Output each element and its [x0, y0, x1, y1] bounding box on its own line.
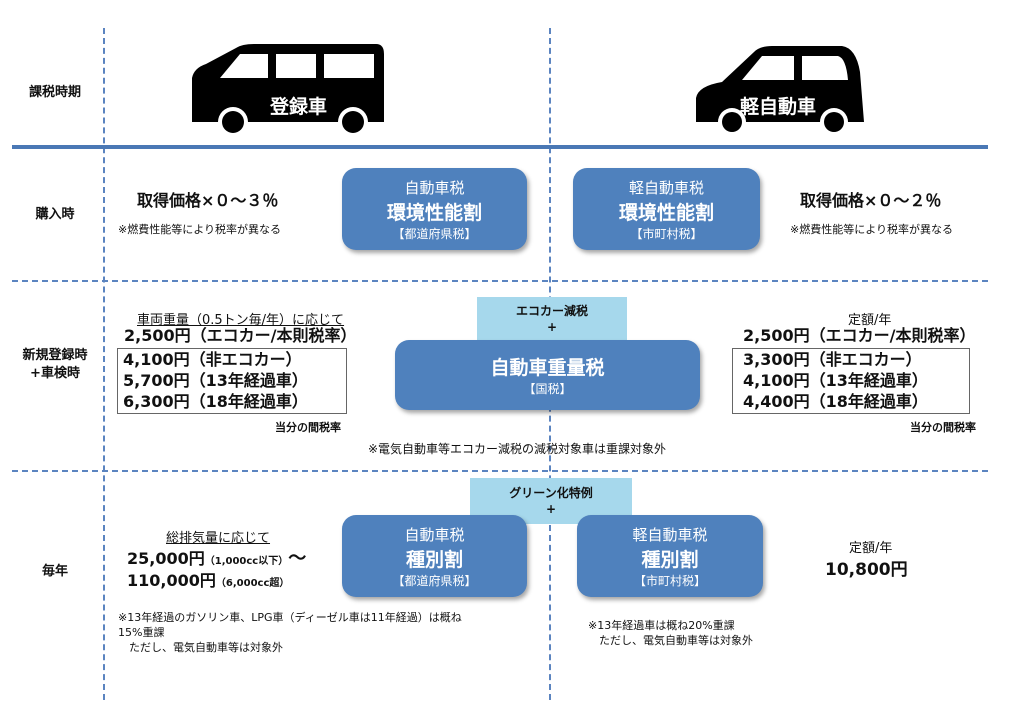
weight-rates-right: 3,300円（非エコカー） 4,100円（13年経過車） 4,400円（18年経…: [732, 348, 970, 414]
row-label-inspection: 新規登録時 +車検時: [10, 347, 100, 383]
kei-car-label: 軽自動車: [740, 96, 817, 118]
row-divider: [12, 280, 988, 282]
weight-base-right: 2,500円（エコカー/本則税率）: [743, 326, 976, 345]
header-divider: [12, 145, 988, 149]
box-line: 【都道府県税】: [392, 226, 477, 241]
annual-heading-left: 総排気量に応じて: [166, 531, 271, 546]
row-label-purchase: 購入時: [35, 207, 75, 222]
weight-rates-left: 4,100円（非エコカー） 5,700円（13年経過車） 6,300円（18年経…: [117, 348, 347, 414]
annual-max: 110,000円（6,000cc超）: [127, 567, 289, 591]
type-tax-box: 自動車税 種別割 【都道府県税】: [342, 515, 527, 597]
annual-min: 25,000円（1,000cc以下）～: [127, 544, 306, 570]
environmental-performance-tax-box: 自動車税 環境性能割 【都道府県税】: [342, 168, 527, 250]
box-line: 種別割: [405, 548, 463, 571]
rate-item: 4,100円（13年経過車）: [743, 371, 928, 390]
kei-environmental-performance-tax-box: 軽自動車税 環境性能割 【市町村税】: [573, 168, 760, 250]
rate-item: 4,100円（非エコカー）: [123, 350, 302, 369]
amount-note: （6,000cc超）: [215, 578, 290, 589]
rate-item: 3,300円（非エコカー）: [743, 350, 922, 369]
rate-item: 5,700円（13年経過車）: [123, 371, 308, 390]
weight-heading-left: 車両重量（0.5トン毎/年）に応じて: [137, 313, 345, 328]
box-line: 【市町村税】: [633, 573, 706, 588]
range-tilde: ～: [288, 548, 307, 569]
row-label-annual: 毎年: [41, 564, 68, 579]
note-line: ※13年経過車は概ね20%重課: [588, 619, 735, 632]
amount: 110,000円: [127, 571, 216, 590]
purchase-rate-right: 取得価格×０～２％: [800, 191, 942, 210]
kei-type-tax-box: 軽自動車税 種別割 【市町村税】: [577, 515, 763, 597]
purchase-rate-left: 取得価格×０～３％: [137, 191, 279, 210]
box-line: 【国税】: [523, 382, 572, 396]
amount: 25,000円: [127, 549, 205, 568]
label-line: エコカー減税: [515, 304, 588, 318]
note-line: 15%重課: [118, 626, 165, 639]
box-line: 軽自動車税: [632, 525, 708, 544]
annual-amount-right: 10,800円: [825, 560, 908, 580]
weight-tax-box: 自動車重量税 【国税】: [395, 340, 700, 410]
annual-note-right: ※13年経過車は概ね20%重課 ただし、電気自動車等は対象外: [588, 618, 753, 648]
label-line: +: [546, 320, 558, 334]
weight-base-left: 2,500円（エコカー/本則税率）: [124, 326, 357, 345]
weight-caption-right: 当分の間税率: [910, 421, 976, 434]
box-line: 【都道府県税】: [392, 573, 477, 588]
label-line: グリーン化特例: [509, 486, 593, 500]
note-line: ただし、電気自動車等は対象外: [118, 641, 283, 654]
van-icon: [188, 38, 388, 138]
box-line: 自動車重量税: [490, 357, 605, 379]
box-line: 軽自動車税: [628, 178, 704, 197]
eco-car-reduction-label: エコカー減税 +: [477, 297, 627, 341]
weight-note: ※電気自動車等エコカー減税の減税対象車は重課対象外: [368, 442, 667, 456]
box-line: 種別割: [641, 548, 699, 571]
box-line: 環境性能割: [618, 201, 714, 224]
note-line: ※13年経過のガソリン車、LPG車（ディーゼル車は11年経過）は概ね: [118, 611, 462, 624]
kei-car-icon: [692, 42, 868, 138]
rate-item: 4,400円（18年経過車）: [743, 392, 928, 411]
box-line: 環境性能割: [386, 201, 482, 224]
column-divider: [103, 28, 105, 700]
annual-note-left: ※13年経過のガソリン車、LPG車（ディーゼル車は11年経過）は概ね 15%重課…: [118, 610, 462, 655]
row-label-line: 新規登録時: [22, 348, 88, 363]
box-line: 自動車税: [404, 178, 465, 197]
purchase-note-left: ※燃費性能等により税率が異なる: [118, 223, 281, 236]
weight-heading-right: 定額/年: [848, 313, 892, 328]
purchase-note-right: ※燃費性能等により税率が異なる: [790, 223, 953, 236]
annual-heading-right: 定額/年: [849, 541, 893, 556]
rate-item: 6,300円（18年経過車）: [123, 392, 308, 411]
row-label-period: 課税時期: [28, 85, 81, 100]
registered-car-label: 登録車: [270, 96, 328, 118]
box-line: 自動車税: [404, 525, 465, 544]
box-line: 【市町村税】: [630, 226, 703, 241]
note-line: ただし、電気自動車等は対象外: [588, 634, 753, 647]
row-divider: [12, 470, 988, 472]
amount-note: （1,000cc以下）: [204, 556, 289, 567]
row-label-line: +車検時: [30, 366, 80, 381]
weight-caption-left: 当分の間税率: [275, 421, 341, 434]
label-line: +: [545, 502, 557, 516]
